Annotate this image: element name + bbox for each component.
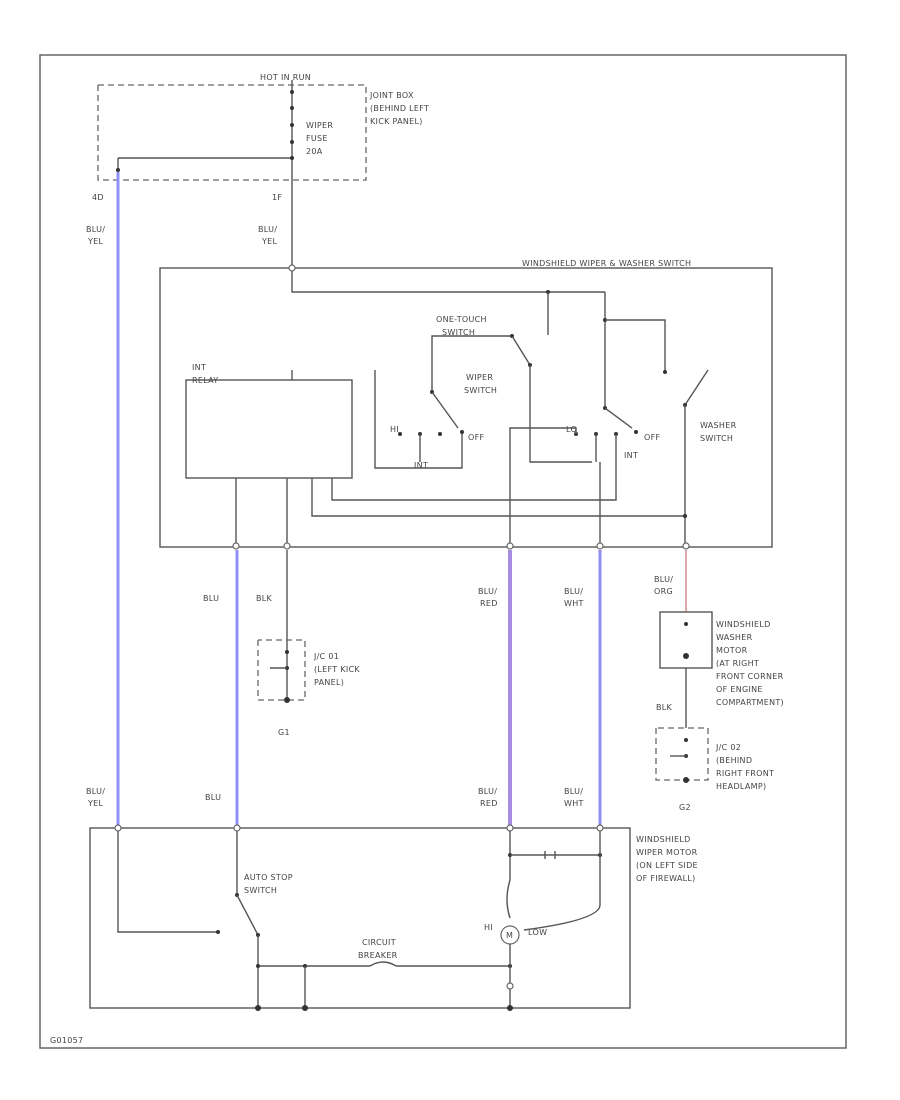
- wire-label-blu-org: BLU/: [654, 575, 673, 584]
- wire-label-blk: BLK: [256, 594, 273, 603]
- wiper-pos-int: INT: [414, 461, 428, 470]
- wiper-motor-hi: HI: [484, 923, 493, 932]
- circuit-breaker-label-2: BREAKER: [358, 951, 398, 960]
- int-relay-label-2: RELAY: [192, 376, 219, 385]
- int-relay-label: INT: [192, 363, 206, 372]
- int-relay: [185, 379, 353, 479]
- ground-g1-label: G1: [278, 728, 290, 737]
- joint-box: HOT IN RUN JOINT BOX (BEHIND LEFT KICK P…: [97, 73, 429, 181]
- jc02-label-3: RIGHT FRONT: [716, 769, 774, 778]
- wiper-switch-label-2: SWITCH: [464, 386, 497, 395]
- wiper-motor-m-label: M: [506, 931, 513, 940]
- joint-box-label-2: (BEHIND LEFT: [370, 104, 429, 113]
- wire-label-blu-yel-top-left: BLU/: [86, 225, 105, 234]
- wiper-motor-low: LOW: [528, 928, 547, 937]
- auto-stop-switch-label: AUTO STOP: [244, 873, 293, 882]
- pin-4d-label: 4D: [92, 193, 104, 202]
- wire-label-blu-yel-bottom: BLU/: [86, 787, 105, 796]
- jc02-label-4: HEADLAMP): [716, 782, 766, 791]
- jc01-label-2: (LEFT KICK: [314, 665, 360, 674]
- wiper-motor-label-2: WIPER MOTOR: [636, 848, 698, 857]
- wire-label-blu-wht-bottom: BLU/: [564, 787, 583, 796]
- wire-label-blu-mid: BLU: [203, 594, 219, 603]
- washer-switch-label-2: SWITCH: [700, 434, 733, 443]
- joint-box-label-3: KICK PANEL): [370, 117, 423, 126]
- wire-label-blu-red-bottom-2: RED: [480, 799, 498, 808]
- wire-label-blu-yel-top-right-2: YEL: [261, 237, 278, 246]
- wire-label-blu-red-bottom: BLU/: [478, 787, 497, 796]
- wiper-motor-label-4: OF FIREWALL): [636, 874, 696, 883]
- wire-label-blu-wht-mid: BLU/: [564, 587, 583, 596]
- auto-stop-switch-label-2: SWITCH: [244, 886, 277, 895]
- wire-label-blk-washer: BLK: [656, 703, 673, 712]
- circuit-breaker-label: CIRCUIT: [362, 938, 396, 947]
- jc01-label-3: PANEL): [314, 678, 344, 687]
- joint-box-label: JOINT BOX: [369, 91, 414, 100]
- wiper-pos-off-2: OFF: [644, 433, 660, 442]
- ground-point: [255, 1005, 261, 1011]
- wire-label-blu-wht-mid-2: WHT: [564, 599, 584, 608]
- wiper-motor-label: WINDSHIELD: [636, 835, 691, 844]
- one-touch-switch-label: ONE-TOUCH: [436, 315, 487, 324]
- washer-motor-label-2: WASHER: [716, 633, 753, 642]
- wiper-motor-label-3: (ON LEFT SIDE: [636, 861, 698, 870]
- junction-connector-02: J/C 02 (BEHIND RIGHT FRONT HEADLAMP) G2: [655, 727, 774, 812]
- hot-in-run-label: HOT IN RUN: [260, 73, 311, 82]
- washer-motor-label-3: MOTOR: [716, 646, 748, 655]
- washer-switch-label: WASHER: [700, 421, 737, 430]
- wiper-motor: WINDSHIELD WIPER MOTOR (ON LEFT SIDE OF …: [89, 824, 698, 1011]
- washer-motor-label-6: OF ENGINE: [716, 685, 763, 694]
- jc02-label-2: (BEHIND: [716, 756, 752, 765]
- washer-motor: WINDSHIELD WASHER MOTOR (AT RIGHT FRONT …: [656, 611, 784, 728]
- wire-label-blu-yel-top-left-2: YEL: [87, 237, 104, 246]
- wire-label-blu-red-mid: BLU/: [478, 587, 497, 596]
- one-touch-switch-label-2: SWITCH: [442, 328, 475, 337]
- wire-label-blu-yel-bottom-2: YEL: [87, 799, 104, 808]
- jc01-label: J/C 01: [313, 652, 339, 661]
- wiper-pos-int-2: INT: [624, 451, 638, 460]
- wiper-washer-switch: WINDSHIELD WIPER & WASHER SWITCH ONE-TOU…: [159, 259, 773, 550]
- washer-motor-label-4: (AT RIGHT: [716, 659, 759, 668]
- footer-code: G01057: [50, 1036, 83, 1045]
- junction-connector-01: J/C 01 (LEFT KICK PANEL) G1: [257, 639, 360, 737]
- wire-label-blu-wht-bottom-2: WHT: [564, 799, 584, 808]
- wiper-pos-off: OFF: [468, 433, 484, 442]
- wire-label-blu-bottom: BLU: [205, 793, 221, 802]
- wire-label-blu-org-2: ORG: [654, 587, 673, 596]
- wiper-fuse-label: WIPER: [306, 121, 333, 130]
- washer-motor-label-5: FRONT CORNER: [716, 672, 784, 681]
- wiper-pos-lo: LO: [566, 425, 577, 434]
- ground-point: [302, 1005, 308, 1011]
- jc02-label: J/C 02: [715, 743, 741, 752]
- diagram-frame: [39, 54, 847, 1049]
- switch-title: WINDSHIELD WIPER & WASHER SWITCH: [522, 259, 691, 268]
- washer-motor-label: WINDSHIELD: [716, 620, 771, 629]
- washer-motor-label-7: COMPARTMENT): [716, 698, 784, 707]
- wiper-fuse-label-2: FUSE: [306, 134, 328, 143]
- pin-1f-label: 1F: [272, 193, 282, 202]
- ground-g2-label: G2: [679, 803, 691, 812]
- wire-label-blu-yel-top-right: BLU/: [258, 225, 277, 234]
- wiper-switch-label: WIPER: [466, 373, 493, 382]
- wiper-pos-hi: HI: [390, 425, 399, 434]
- wiper-fuse-rating: 20A: [306, 147, 323, 156]
- ground-point: [507, 1005, 513, 1011]
- wire-label-blu-red-mid-2: RED: [480, 599, 498, 608]
